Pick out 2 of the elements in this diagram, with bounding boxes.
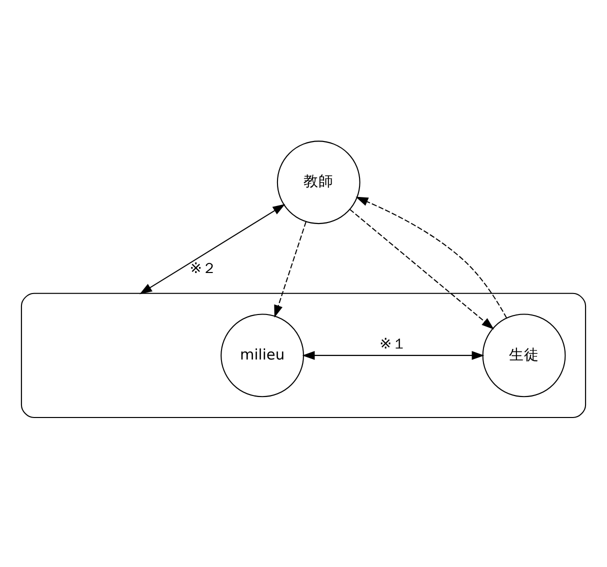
edge-label: ※１ [380, 335, 407, 352]
edge-label: ※２ [190, 260, 218, 277]
